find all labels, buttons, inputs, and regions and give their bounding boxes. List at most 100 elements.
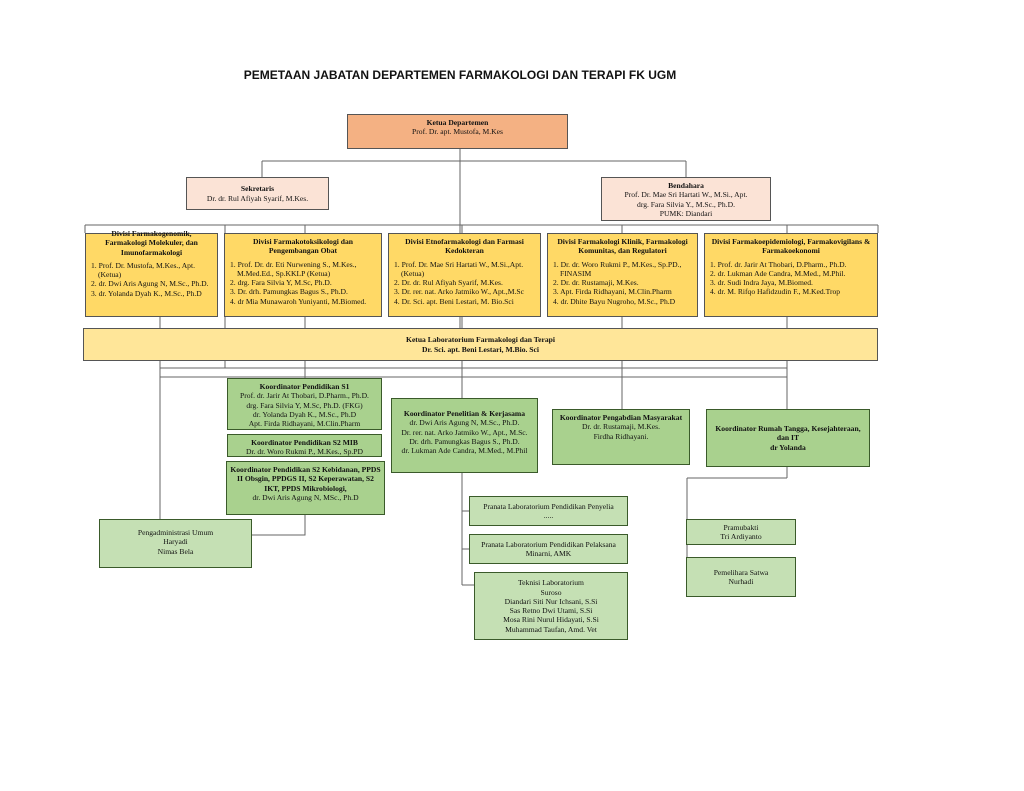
box-line: Diandari Siti Nur Ichsani, S.Si [504,596,598,606]
box-line: 2. Dr. dr. Rul Afiyah Syarif, M.Kes. [394,278,503,287]
box-heading: Koordinator Pendidikan S1 [259,382,350,391]
box-line: 3. dr. Sudi Indra Jaya, M.Biomed. [710,278,813,287]
pranata-pelaksana-box: Pranata Laboratorium Pendidikan Pelaksan… [469,534,628,564]
division-box: Divisi Farmakoepidemiologi, Farmakovigil… [704,233,878,317]
box-line: 1. Prof. dr. Jarir At Thobari, D.Pharm.,… [710,259,847,269]
box-line: dr Yolanda [770,442,806,452]
box-line: Sas Retno Dwi Utami, S.Si [509,606,593,615]
box-line: Haryadi [163,537,188,547]
box-line: Nurhadi [728,577,754,586]
ketua-departemen-box: Ketua Departemen Prof. Dr. apt. Mustofa,… [347,114,568,149]
box-line: Firdha Ridhayani. [593,431,649,441]
box-line: 3. dr. Yolanda Dyah K., M.Sc., Ph.D [91,288,202,298]
box-line: Dr. dr. Rul Afiyah Syarif, M.Kes. [206,193,309,203]
box-heading: Divisi Farmakoepidemiologi, Farmakovigil… [711,237,871,256]
box-line: Pranata Laboratorium Pendidikan Penyelia [483,501,614,511]
box-lines: 1. Prof. Dr. dr. Eti Nurwening S., M.Kes… [230,260,376,306]
box-line: Muhammad Taufan, Amd. Vet [505,624,597,634]
box-line: 2. Dr. dr. Rustamaji, M.Kes. [553,278,639,287]
box-lines: dr Yolanda [710,443,866,452]
box-heading: Koordinator Penelitian & Kerjasama [403,409,526,418]
page-title: PEMETAAN JABATAN DEPARTEMEN FARMAKOLOGI … [243,68,677,82]
box-lines: 1. Prof. dr. Jarir At Thobari, D.Pharm.,… [710,260,872,297]
box-lines: Prof. Dr. Mae Sri Hartati W., M.Si., Apt… [605,190,767,218]
koordinator-s1-box: Koordinator Pendidikan S1 Prof. dr. Jari… [227,378,382,430]
box-line: dr. Dwi Aris Agung N, M.Sc., Ph.D. [409,418,520,428]
box-line: Nimas Bela [157,546,194,556]
box-line: Teknisi Laboratorium [518,578,584,588]
box-line: Pengadministrasi Umum [137,528,214,537]
box-heading: Koordinator Pendidikan S2 Kebidanan, PPD… [230,465,381,493]
division-box: Divisi Farmakotoksikologi dan Pengembang… [224,233,382,317]
box-heading: Divisi Etnofarmakologi dan Farmasi Kedok… [405,237,524,256]
box-line: Prof. Dr. apt. Mustofa, M.Kes [412,127,503,137]
box-lines: Pranata Laboratorium Pendidikan Penyelia… [473,502,624,521]
box-lines: Pranata Laboratorium Pendidikan Pelaksan… [473,540,624,559]
box-line: Tri Ardiyanto [720,532,762,541]
box-line: 2. dr. Dwi Aris Agung N, M.Sc., Ph.D. [91,279,209,289]
koordinator-s2-kebidanan-box: Koordinator Pendidikan S2 Kebidanan, PPD… [226,461,385,515]
box-heading: Sekretaris [240,184,275,194]
box-line: Dr. drh. Pamungkas Bagus S., Ph.D. [409,436,520,446]
box-line: Prof. Dr. Mae Sri Hartati W., M.Si., Apt… [624,190,748,200]
division-box: Divisi Etnofarmakologi dan Farmasi Kedok… [388,233,541,317]
box-lines: 1. Prof. Dr. Mae Sri Hartati W., M.Si.,A… [394,260,535,306]
box-lines: Dr. dr. Woro Rukmi P., M.Kes., Sp.PD [231,447,378,456]
box-lines: Prof. dr. Jarir At Thobari, D.Pharm., Ph… [231,391,378,428]
box-line: drg. Fara Silvia Y, M.Sc, Ph.D. (FKG) [246,400,363,410]
division-box: Divisi Farmakogenomik, Farmakologi Molek… [85,229,218,317]
box-lines: 1. Prof. Dr. Mustofa, M.Kes., Apt. (Ketu… [91,261,212,298]
bendahara-box: Bendahara Prof. Dr. Mae Sri Hartati W., … [601,177,771,221]
koordinator-penelitian-box: Koordinator Penelitian & Kerjasama dr. D… [391,398,538,473]
box-heading: Divisi Farmakologi Klinik, Farmakologi K… [557,237,688,256]
koordinator-rumah-tangga-box: Koordinator Rumah Tangga, Kesejahteraan,… [706,409,870,467]
box-line: Dr. rer. nat. Arko Jatmiko W., Apt., M.S… [401,427,528,437]
pranata-penyelia-box: Pranata Laboratorium Pendidikan Penyelia… [469,496,628,526]
box-line: 3. Dr. drh. Pamungkas Bagus S., Ph.D. [230,287,348,297]
box-heading: Divisi Farmakogenomik, Farmakologi Molek… [105,229,198,257]
box-line: Pemelihara Satwa [713,567,769,577]
box-line: drg. Fara Silvia Y., M.Sc., Ph.D. [637,199,735,209]
box-line: 4. dr. M. Rifqo Hafidzudin F., M.Ked.Tro… [710,287,841,297]
box-line: 3. Dr. rer. nat. Arko Jatmiko W., Apt.,M… [394,287,524,297]
box-heading: Koordinator Pengabdian Masyarakat [559,413,683,422]
box-lines: 1. Dr. dr. Woro Rukmi P., M.Kes., Sp.PD.… [553,260,692,306]
box-heading: Divisi Farmakotoksikologi dan Pengembang… [252,237,353,256]
box-line: 1. Prof. Dr. dr. Eti Nurwening S., M.Kes… [230,259,357,278]
box-heading: Bendahara [668,181,704,190]
division-box: Divisi Farmakologi Klinik, Farmakologi K… [547,233,698,317]
box-heading: Koordinator Pendidikan S2 MIB [251,438,358,447]
box-heading: Koordinator Rumah Tangga, Kesejahteraan,… [715,424,861,443]
box-lines: Dr. dr. Rustamaji, M.Kes.Firdha Ridhayan… [556,422,686,441]
box-line: PUMK: Diandari [659,208,713,218]
box-line: Mosa Rini Nurul Hidayati, S.Si [503,615,599,625]
box-line: Dr. Sci. apt. Beni Lestari, M.Bio. Sci [422,344,539,354]
box-line: 4. dr. Dhite Bayu Nugroho, M.Sc., Ph.D [553,296,676,306]
box-line: 2. dr. Lukman Ade Candra, M.Med., M.Phil… [710,268,846,278]
koordinator-pengabdian-box: Koordinator Pengabdian Masyarakat Dr. dr… [552,409,690,465]
box-line: Dr. dr. Rustamaji, M.Kes. [581,422,661,432]
box-heading: Ketua Departemen [426,118,489,127]
box-line: 1. Dr. dr. Woro Rukmi P., M.Kes., Sp.PD.… [553,259,682,278]
box-line: dr. Dwi Aris Agung N, MSc., Ph.D [252,492,359,502]
ketua-laboratorium-box: Ketua Laboratorium Farmakologi dan Terap… [83,328,878,361]
box-line: 1. Prof. Dr. Mae Sri Hartati W., M.Si.,A… [394,259,524,278]
box-line: Minarni, AMK [525,549,572,558]
box-line: 3. Apt. Firda Ridhayani, M.Clin.Pharm [553,287,672,297]
box-line: Apt. Firda Ridhayani, M.Clin.Pharm [248,419,361,428]
box-lines: Dr. dr. Rul Afiyah Syarif, M.Kes. [190,194,325,203]
box-line: Pranata Laboratorium Pendidikan Pelaksan… [481,539,616,549]
sekretaris-box: Sekretaris Dr. dr. Rul Afiyah Syarif, M.… [186,177,329,210]
box-lines: Prof. Dr. apt. Mustofa, M.Kes [351,127,564,136]
box-line: dr. Yolanda Dyah K., M.Sc., Ph.D [252,409,357,419]
box-line: 1. Prof. Dr. Mustofa, M.Kes., Apt. (Ketu… [91,260,195,279]
box-line: Suroso [540,587,562,597]
